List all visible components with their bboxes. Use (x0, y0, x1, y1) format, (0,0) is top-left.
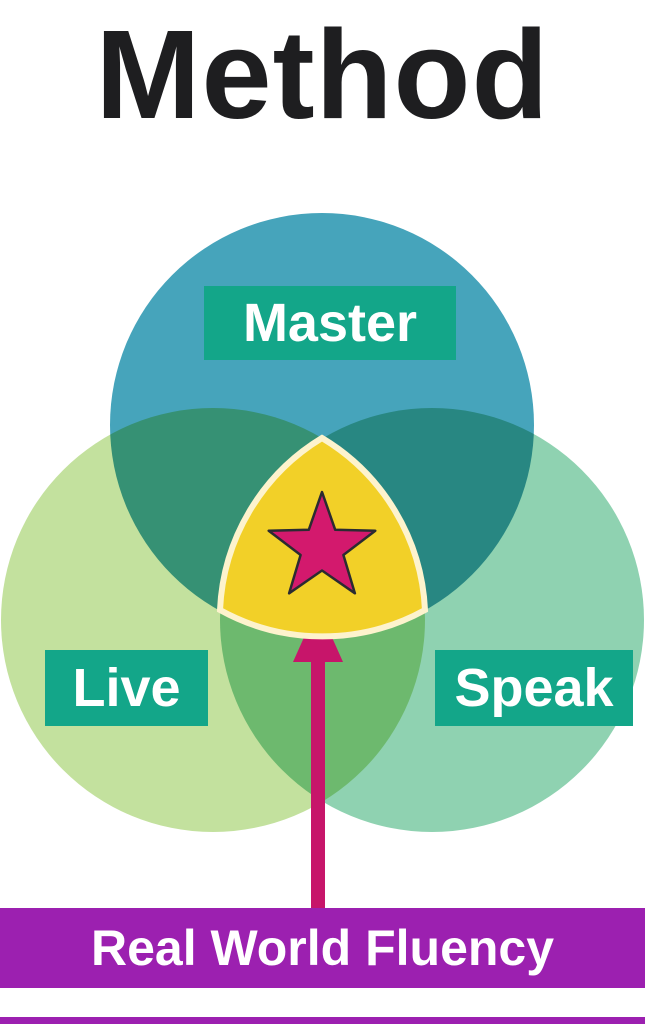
speak-label: Speak (435, 650, 633, 726)
circle-speak (220, 408, 644, 832)
banner-label: Real World Fluency (90, 920, 555, 976)
live-label-text: Live (72, 658, 181, 718)
page-title: Method (95, 4, 550, 145)
master-label: Master (204, 286, 456, 360)
live-label: Live (45, 650, 208, 726)
bottom-strip (0, 1017, 645, 1024)
master-label-text: Master (242, 293, 418, 353)
speak-label-text: Speak (454, 658, 614, 718)
banner: Real World Fluency (0, 908, 645, 988)
